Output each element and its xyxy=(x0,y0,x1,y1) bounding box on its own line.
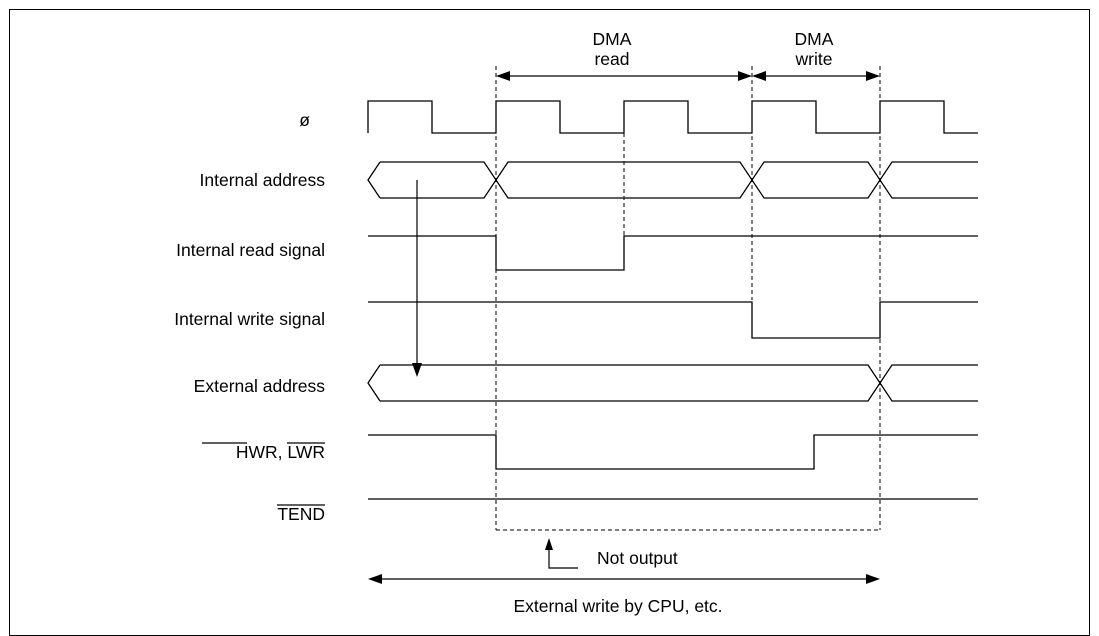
dma-write-bracket: DMA write xyxy=(752,29,880,81)
not-output-annotation: Not output xyxy=(545,538,678,569)
tend-text: TEND xyxy=(277,504,325,524)
dma-read-label-line1: DMA xyxy=(593,29,632,49)
signal-label-external-address: External address xyxy=(194,376,326,396)
not-output-label: Not output xyxy=(597,548,678,568)
internal-write-waveform xyxy=(368,301,978,339)
external-address-waveform xyxy=(367,364,978,402)
dma-write-label-line2: write xyxy=(795,49,833,69)
signal-label-internal-read: Internal read signal xyxy=(176,240,325,260)
dma-write-label-line1: DMA xyxy=(795,29,834,49)
hwr-lwr-waveform xyxy=(368,434,978,470)
internal-address-waveform xyxy=(367,161,978,199)
clock-waveform xyxy=(367,100,978,134)
signal-label-tend: TEND xyxy=(277,504,325,524)
signal-label-clock: ø xyxy=(299,110,310,130)
hwr-text: HWR xyxy=(236,442,278,462)
dma-read-bracket: DMA read xyxy=(496,29,752,81)
internal-read-waveform xyxy=(368,235,978,271)
signal-label-internal-write: Internal write signal xyxy=(174,309,325,329)
hwr-separator: , xyxy=(278,442,288,462)
external-write-span: External write by CPU, etc. xyxy=(368,574,880,616)
lwr-text: LWR xyxy=(287,442,325,462)
signal-label-hwr-lwr: HWR, LWR xyxy=(202,442,325,462)
external-write-label: External write by CPU, etc. xyxy=(513,596,722,616)
address-propagation-arrow xyxy=(412,180,422,377)
dma-read-label-line2: read xyxy=(594,49,629,69)
signal-label-internal-address: Internal address xyxy=(200,170,326,190)
svg-text:HWR, LWR: HWR, LWR xyxy=(236,442,325,462)
